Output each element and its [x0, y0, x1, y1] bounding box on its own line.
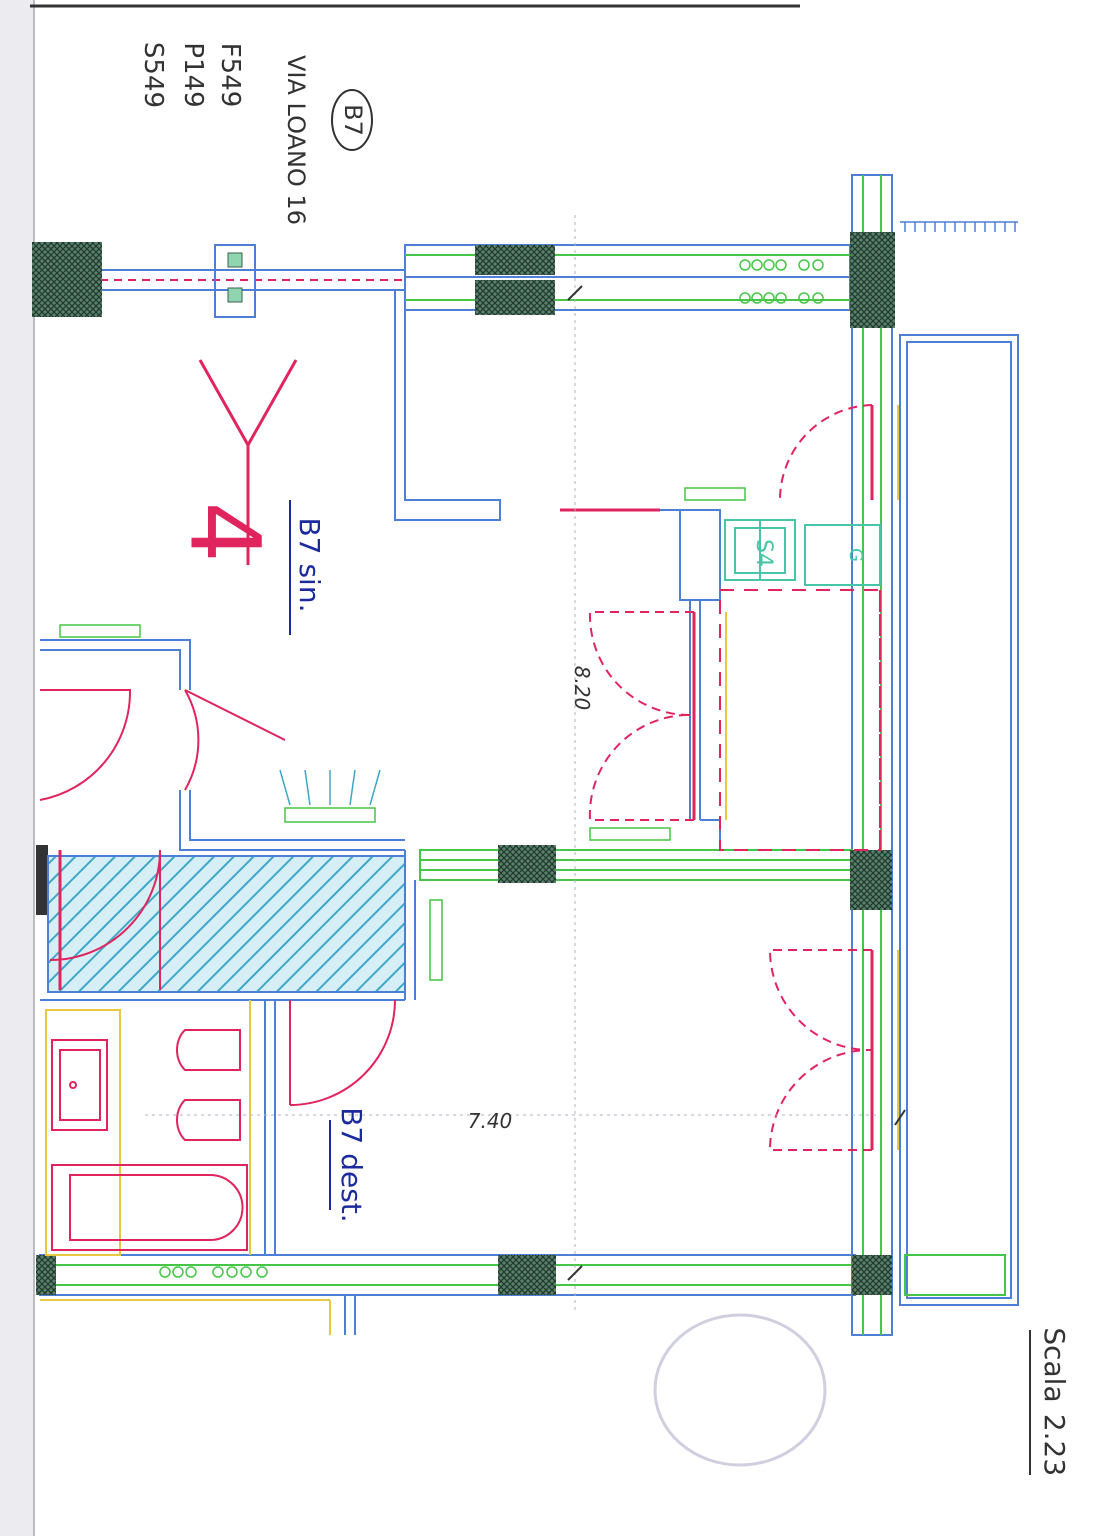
dimension-upper: 8.20 — [570, 666, 594, 711]
header-code-3: S549 — [138, 42, 168, 108]
scale-value: 2.23 — [1038, 1414, 1071, 1476]
pillar — [850, 232, 895, 328]
outer-walls — [39, 174, 1019, 1336]
bidet — [176, 1029, 241, 1071]
balcony-railing — [900, 221, 1018, 232]
doors — [39, 404, 874, 1151]
heat-arrows — [279, 769, 381, 806]
radiators — [59, 487, 746, 981]
dimension-ticks — [567, 285, 906, 1281]
unit-badge: B7 — [331, 89, 373, 151]
header-code-1: F549 — [215, 43, 245, 108]
header-code-2: P149 — [178, 42, 208, 107]
binding-edge — [0, 0, 34, 1536]
washbasin — [51, 1039, 108, 1131]
pillar — [852, 1255, 892, 1295]
gas-symbol: G — [845, 548, 866, 562]
unit-badge-text: B7 — [339, 104, 367, 136]
reserved-area — [719, 589, 881, 851]
street-address: VIA LOANO 16 — [282, 55, 310, 225]
bathtub — [51, 1164, 248, 1251]
outlets — [159, 259, 824, 1278]
appliance-label: S4 — [751, 539, 776, 567]
toilet — [176, 1099, 241, 1141]
pillar — [475, 245, 555, 275]
pillar — [850, 850, 892, 910]
scale-label: Scala — [1038, 1327, 1071, 1402]
cabinets — [45, 405, 899, 1256]
dimension-lower: 7.40 — [468, 1109, 513, 1133]
faint-stamp — [653, 1313, 827, 1467]
unit-left-label: B7 sin. — [293, 518, 326, 613]
pillar — [475, 280, 555, 315]
kitchen-unit — [724, 519, 881, 586]
unit-right-label: B7 dest. — [335, 1107, 368, 1222]
pillar — [36, 1255, 56, 1295]
pillar — [36, 845, 48, 915]
header-codes: F549 P149 S549 — [138, 42, 245, 108]
pillar — [32, 242, 102, 317]
stair-shaft — [47, 855, 406, 993]
pillar — [498, 1255, 556, 1295]
bathroom-fixtures — [51, 1029, 248, 1251]
structural-pillars — [32, 232, 895, 1295]
north-arrow-icon — [198, 359, 298, 565]
pillar — [498, 845, 556, 883]
room-number: 4 — [169, 501, 281, 562]
guide-lines — [145, 215, 880, 1310]
column-detail — [214, 244, 256, 318]
